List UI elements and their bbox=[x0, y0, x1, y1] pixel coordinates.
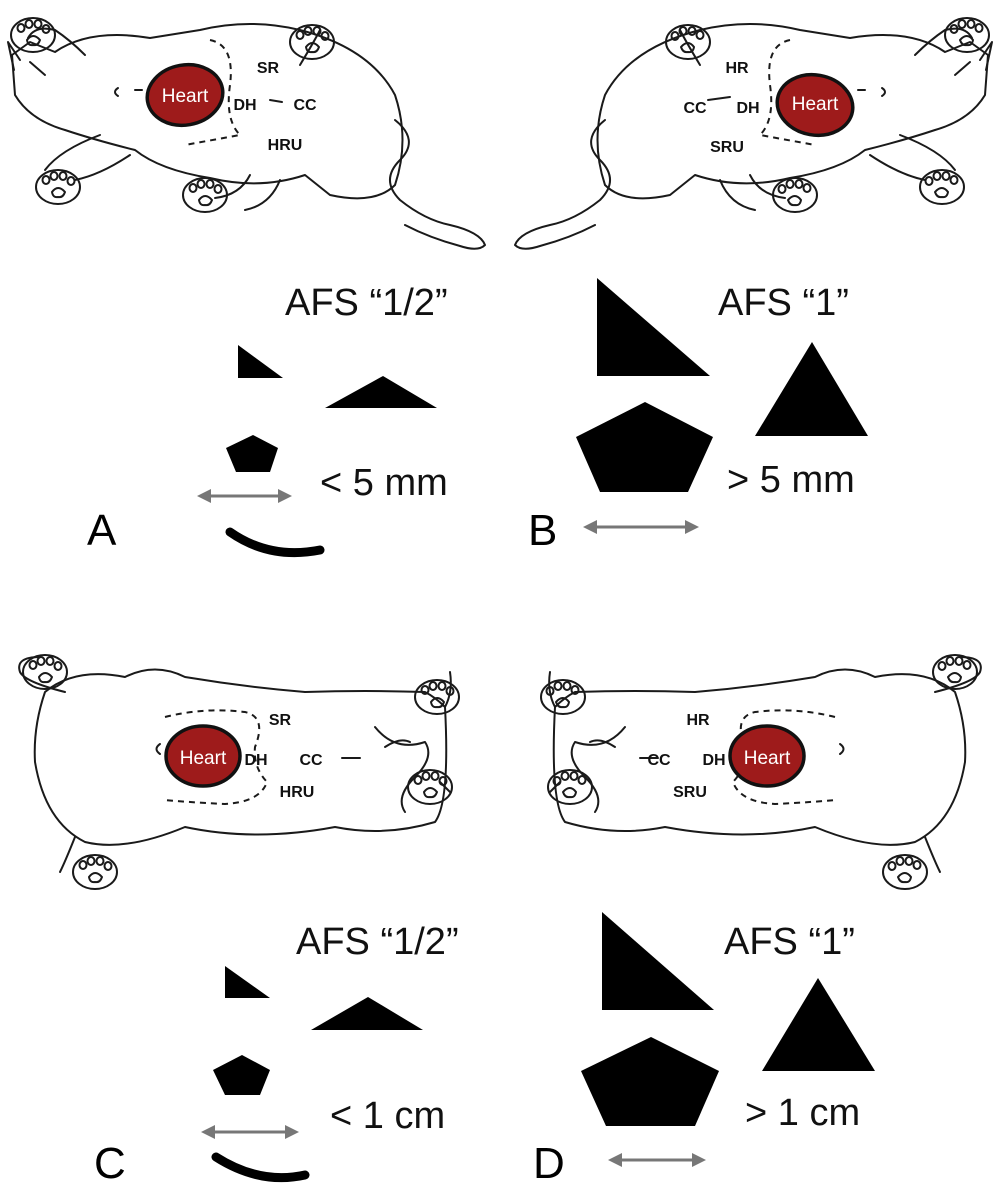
large-right-triangle-shape bbox=[602, 912, 714, 1010]
region-hr: HR bbox=[686, 712, 710, 729]
size-label-b: > 5 mm bbox=[727, 459, 855, 501]
region-dh: DH bbox=[702, 752, 725, 769]
region-cc: CC bbox=[299, 752, 323, 769]
size-label-a: < 5 mm bbox=[320, 462, 448, 504]
organ-boundary bbox=[164, 709, 269, 806]
cat-dorsal-left-labels: Heart SR DH CC HRU bbox=[180, 712, 323, 801]
large-right-triangle-shape bbox=[597, 278, 710, 376]
cat-lateral-left: Heart SR DH CC HRU bbox=[8, 18, 485, 249]
afs-label-a: AFS “1/2” bbox=[285, 282, 448, 324]
cat-dorsal-right-labels: Heart HR CC DH SRU bbox=[647, 712, 791, 801]
panel-a: AFS “1/2” < 5 mm A bbox=[87, 282, 448, 558]
panel-letter-d: D bbox=[533, 1139, 565, 1188]
curved-fragment-shape bbox=[211, 1152, 310, 1183]
panel-letter-c: C bbox=[94, 1139, 126, 1188]
small-pentagon-shape bbox=[213, 1055, 270, 1095]
heart-shape bbox=[728, 724, 806, 788]
large-triangle-shape bbox=[762, 978, 875, 1071]
flat-triangle-shape bbox=[325, 376, 437, 408]
heart-label: Heart bbox=[162, 86, 209, 107]
panel-d: AFS “1” > 1 cm D bbox=[533, 912, 875, 1188]
panel-letter-b: B bbox=[528, 506, 557, 555]
region-cc: CC bbox=[647, 752, 671, 769]
flat-triangle-shape bbox=[311, 997, 423, 1030]
heart-shape bbox=[775, 72, 855, 138]
afs-label-c: AFS “1/2” bbox=[296, 921, 459, 963]
size-label-c: < 1 cm bbox=[330, 1095, 445, 1137]
region-dh: DH bbox=[736, 100, 759, 117]
region-sru: SRU bbox=[710, 139, 744, 156]
curved-fragment-shape bbox=[225, 527, 325, 558]
afs-label-b: AFS “1” bbox=[718, 282, 849, 324]
region-sru: SRU bbox=[673, 784, 707, 801]
afs-label-d: AFS “1” bbox=[724, 921, 855, 963]
heart-shape bbox=[164, 724, 242, 788]
cat-lateral-right bbox=[515, 18, 992, 249]
size-label-d: > 1 cm bbox=[745, 1092, 860, 1134]
region-hru: HRU bbox=[280, 784, 315, 801]
large-triangle-shape bbox=[755, 342, 868, 436]
region-dh: DH bbox=[233, 97, 256, 114]
large-pentagon-shape bbox=[581, 1037, 719, 1126]
cat-dorsal-right bbox=[541, 655, 981, 889]
panel-b: AFS “1” > 5 mm B bbox=[528, 278, 868, 555]
region-cc: CC bbox=[293, 97, 317, 114]
region-hru: HRU bbox=[268, 137, 303, 154]
region-sr: SR bbox=[269, 712, 292, 729]
panel-c: AFS “1/2” < 1 cm C bbox=[94, 921, 459, 1188]
heart-label: Heart bbox=[792, 94, 839, 115]
panel-letter-a: A bbox=[87, 506, 117, 555]
region-dh: DH bbox=[244, 752, 267, 769]
heart-label: Heart bbox=[180, 748, 227, 769]
organ-boundary bbox=[184, 39, 243, 146]
large-pentagon-shape bbox=[576, 402, 713, 492]
region-sr: SR bbox=[257, 60, 280, 77]
small-triangle-shape bbox=[225, 966, 270, 998]
small-triangle-shape bbox=[238, 345, 283, 378]
heart-shape bbox=[145, 62, 225, 128]
small-pentagon-shape bbox=[226, 435, 278, 472]
region-hr: HR bbox=[725, 60, 749, 77]
heart-label: Heart bbox=[744, 748, 791, 769]
region-cc: CC bbox=[683, 100, 707, 117]
cat-lateral-right-labels: Heart HR CC DH SRU bbox=[683, 60, 839, 156]
cat-dorsal-left bbox=[19, 655, 459, 889]
organ-boundary bbox=[757, 39, 816, 146]
